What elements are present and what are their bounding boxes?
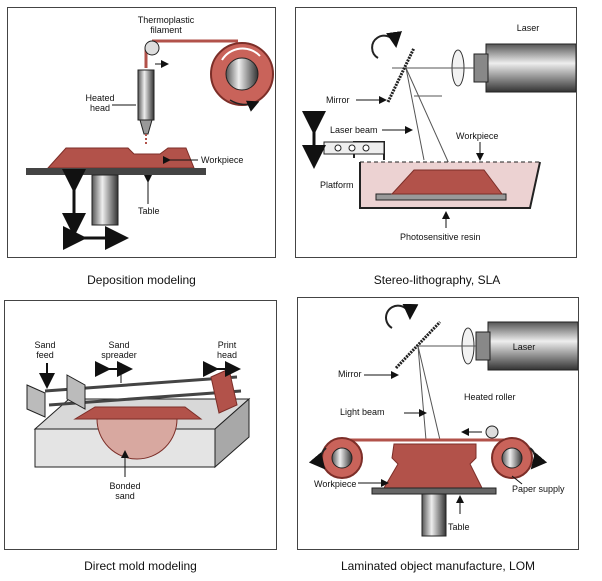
heated-head-label-line1: Heated (85, 93, 114, 103)
deposition-modeling-caption: Deposition modeling (87, 273, 196, 287)
workpiece (390, 169, 503, 195)
print-head-label-line2: head (217, 350, 237, 360)
workpiece-label: Workpiece (456, 131, 498, 141)
mirror-label: Mirror (326, 95, 350, 105)
mirror-rotation-icon (371, 31, 402, 59)
table (371, 487, 497, 495)
direct-mold-modeling-diagram: Sand feed Sand spreader Print head Bonde… (26, 340, 251, 501)
laser-beam-label: Laser beam (330, 125, 378, 135)
platform-label: Platform (320, 180, 354, 190)
mirror-rotation-icon (385, 303, 419, 329)
bonded-sand-label-line2: sand (115, 491, 135, 501)
workpiece-label: Workpiece (201, 155, 243, 165)
stereo-lithography-caption: Stereo-lithography, SLA (373, 273, 501, 287)
mirror-label: Mirror (338, 369, 362, 379)
workpiece-label: Workpiece (314, 479, 356, 489)
laser-unit (473, 43, 576, 93)
lom-diagram: Laser Mirror Light beam Heated roller Wo… (308, 303, 578, 537)
filament-spool (210, 42, 274, 112)
sand-spreader-label-line1: Sand (108, 340, 129, 350)
direct-mold-modeling-panel: Sand feed Sand spreader Print head Bonde… (4, 300, 277, 550)
filament-label-line1: Thermoplastic (138, 15, 195, 25)
direct-mold-modeling-caption: Direct mold modeling (84, 559, 197, 573)
table-label: Table (138, 206, 160, 216)
feed-roller (144, 40, 160, 56)
table-label: Table (448, 522, 470, 532)
resin-label: Photosensitive resin (400, 232, 481, 242)
sand-feed-label-line1: Sand (34, 340, 55, 350)
table (26, 168, 206, 175)
laser-label: Laser (513, 342, 536, 352)
filament-label-line2: filament (150, 25, 182, 35)
heated-head-label-line2: head (90, 103, 110, 113)
mirror (394, 320, 442, 370)
laser-unit (475, 321, 578, 371)
heated-head (137, 69, 155, 121)
paper-supply-label: Paper supply (512, 484, 565, 494)
mirror (386, 47, 416, 103)
sand-spreader-label-line2: spreader (101, 350, 137, 360)
heated-roller (485, 425, 499, 439)
sand-feed-hopper (26, 384, 46, 418)
bonded-sand-label-line1: Bonded (109, 481, 140, 491)
stereo-lithography-panel: Laser Mirror Laser beam Workpiece Platfo… (295, 7, 577, 258)
light-beam-label: Light beam (340, 407, 385, 417)
deposition-modeling-panel: Thermoplastic filament Heated head Workp… (7, 7, 276, 258)
laser-label: Laser (517, 23, 540, 33)
bonded-sand (96, 418, 178, 460)
workpiece (383, 443, 483, 489)
sand-spreader (66, 374, 86, 410)
lom-caption: Laminated object manufacture, LOM (340, 559, 536, 573)
print-head-label-line1: Print (218, 340, 237, 350)
deposition-modeling-diagram: Thermoplastic filament Heated head Workp… (26, 15, 274, 250)
stereo-lithography-diagram: Laser Mirror Laser beam Workpiece Platfo… (302, 23, 576, 242)
heated-roller-label: Heated roller (464, 392, 516, 402)
lom-panel: Laser Mirror Light beam Heated roller Wo… (297, 297, 579, 550)
workpiece (46, 147, 195, 169)
sand-feed-label-line2: feed (36, 350, 54, 360)
